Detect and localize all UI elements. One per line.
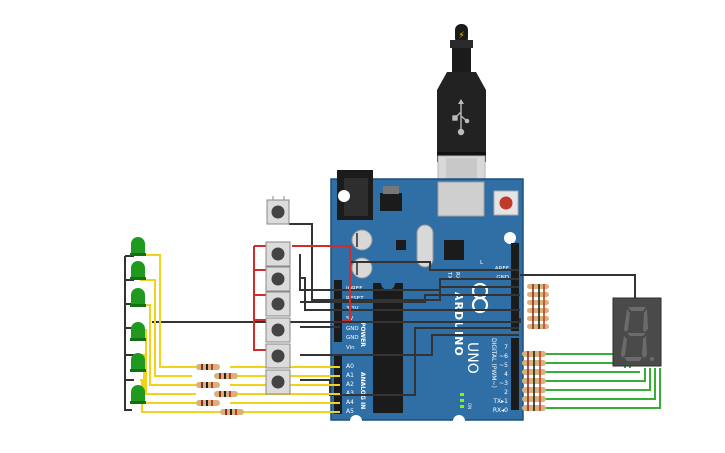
resistors-digital[interactable] [522,351,546,411]
wires-red[interactable] [253,245,351,351]
push-button-reset-aux[interactable] [266,196,290,225]
rx-led-label: RX [454,272,460,280]
pin-label: Vin [346,345,355,351]
board-model: UNO [464,342,480,374]
wires-yellow[interactable] [140,254,340,413]
led-2[interactable] [130,261,146,280]
pin-label: ~5 [499,362,508,369]
digital-header-label: DIGITAL (PWM~) [490,338,497,388]
reset-button[interactable] [493,190,519,216]
led-3[interactable] [130,288,146,307]
tx-led-label: TX [446,271,452,279]
pin-label: ~3 [499,380,508,387]
pin-label: A2 [346,381,354,388]
led-6[interactable] [130,385,146,404]
pin-label: A0 [346,363,354,370]
led-1[interactable] [130,237,146,256]
led-4[interactable] [130,322,146,341]
l-led-label: L [480,260,484,266]
pin-label: 2 [504,389,508,396]
analog-header-label: ANALOG IN [359,372,366,409]
power-led [460,393,464,408]
push-button-5[interactable] [265,343,291,369]
resistor [196,400,220,406]
usb-icon [452,99,470,136]
on-label: ON [467,403,472,409]
pin-label: TX▸1 [492,398,508,405]
resistor [196,364,220,370]
pin-label: ~6 [499,353,508,360]
board-logo: ARDUINO [452,292,465,357]
resistor [214,373,238,379]
pin-label: GND [346,335,359,341]
wires-black[interactable] [124,223,636,411]
pin-label: 4 [504,371,508,378]
pin-label: A3 [346,390,354,397]
power-header-label: POWER [359,322,366,347]
pin-label: RX◂0 [493,407,508,414]
pin-label: 7 [504,344,508,351]
resistors-top-right[interactable] [527,284,549,329]
digital-pin-labels: 7 ~6 ~5 4 ~3 2 TX▸1 RX◂0 [492,344,508,414]
push-button-6[interactable] [265,369,291,395]
lightning-icon: ⚡ [458,31,464,41]
push-button-4[interactable] [265,317,291,343]
seven-segment-display[interactable] [612,297,662,367]
push-button-3[interactable] [265,291,291,317]
push-button-1[interactable] [265,241,291,267]
pin-label: GND [346,326,359,332]
analog-pin-labels: A0 A1 A2 A3 A4 A5 [346,363,354,415]
push-button-2[interactable] [265,266,291,292]
pin-label: A5 [346,408,354,415]
resistor [220,409,244,415]
arduino-infinity-icon [471,282,489,314]
led-5[interactable] [130,353,146,372]
pin-label: A1 [346,372,354,379]
resistor [196,382,220,388]
resistors-left[interactable] [196,364,244,415]
resistor [214,391,238,397]
pin-label: A4 [346,399,354,406]
